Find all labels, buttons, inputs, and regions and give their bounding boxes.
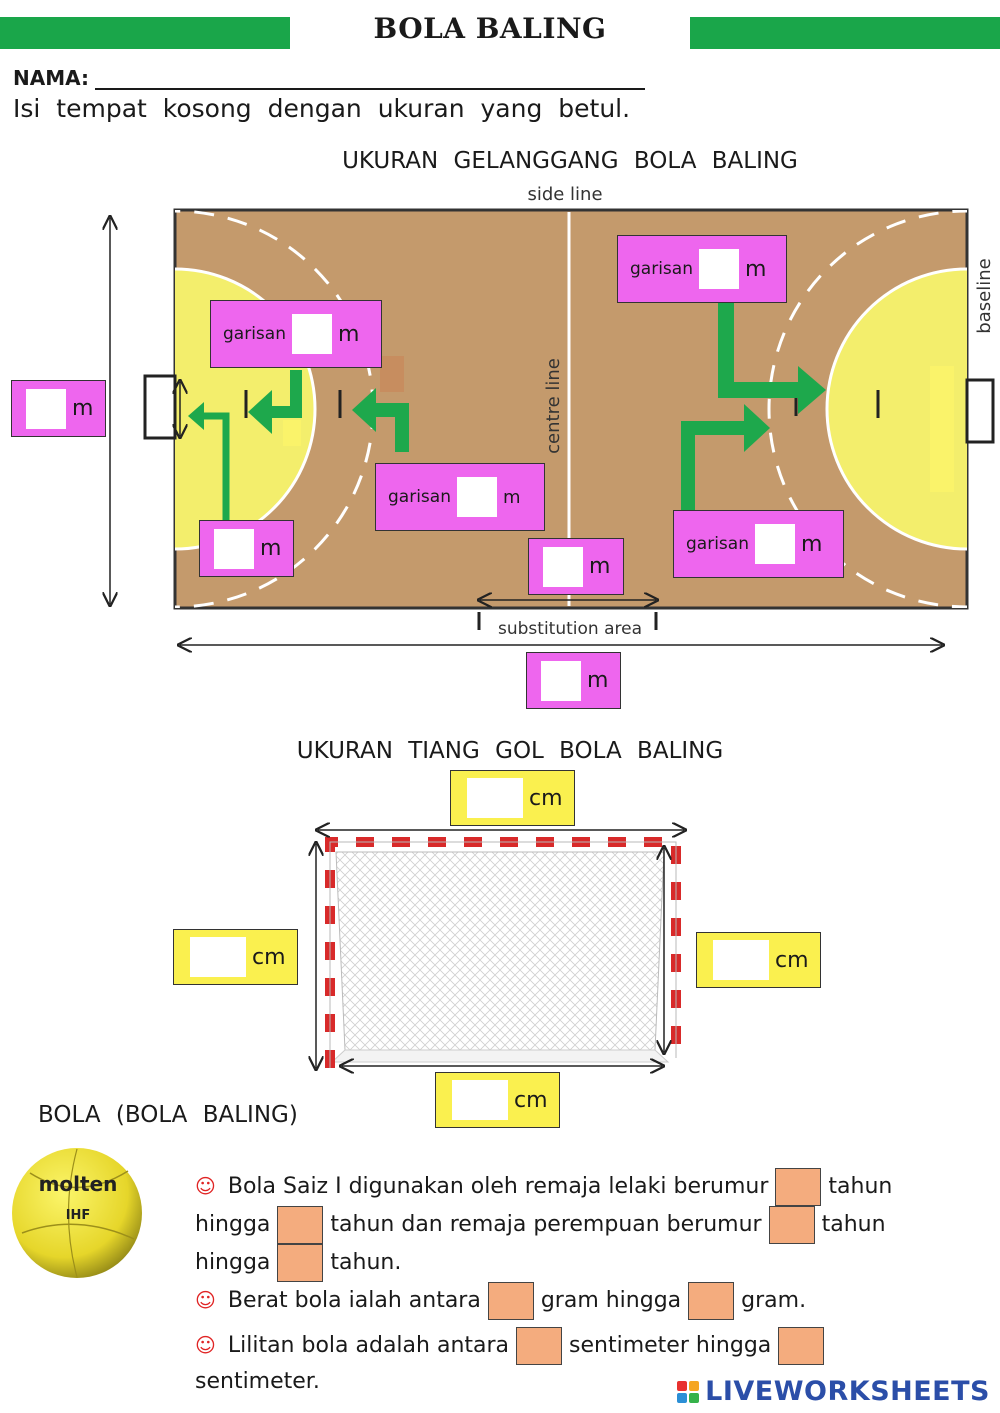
- court-width-field[interactable]: m: [11, 380, 106, 437]
- answer-box[interactable]: [214, 528, 254, 569]
- garisan-goal-area-field[interactable]: garisan m: [210, 300, 382, 368]
- answer-box[interactable]: [487, 1282, 534, 1320]
- name-label: NAMA:: [13, 66, 89, 90]
- answer-box[interactable]: [698, 249, 739, 289]
- answer-box[interactable]: [713, 940, 769, 980]
- substitution-area-label: substitution area: [498, 619, 642, 639]
- smile-icon: ☺: [195, 1288, 216, 1312]
- question-1: ☺Bola Saiz I digunakan oleh remaja lelak…: [195, 1168, 955, 1282]
- page-title: BOLA BALING: [373, 12, 607, 45]
- question-2: ☺Berat bola ialah antara gram hingga gra…: [195, 1282, 955, 1320]
- header-bar-left: [0, 17, 290, 49]
- garisan-7m-field[interactable]: garisan m: [375, 463, 545, 531]
- ball-title: BOLA (BOLA BALING): [38, 1102, 298, 1128]
- answer-box[interactable]: [190, 937, 246, 977]
- header-bar-right: [690, 17, 1000, 49]
- side-line-label: side line: [527, 184, 602, 205]
- smile-icon: ☺: [195, 1174, 216, 1198]
- liveworksheets-logo-icon: [677, 1380, 700, 1403]
- centre-line-label: centre line: [543, 358, 564, 454]
- answer-box[interactable]: [541, 660, 581, 701]
- answer-box[interactable]: [775, 1168, 822, 1206]
- goal-depth-right-field[interactable]: cm: [696, 932, 821, 988]
- goal-height-left-field[interactable]: cm: [173, 929, 298, 985]
- answer-box[interactable]: [543, 546, 583, 587]
- answer-box[interactable]: [452, 1080, 508, 1120]
- answer-box[interactable]: [456, 477, 497, 517]
- baseline-label: baseline: [974, 258, 995, 333]
- ball-brand: molten: [39, 1172, 118, 1196]
- goal-width-bottom-field[interactable]: cm: [435, 1072, 560, 1128]
- left-goal: [143, 374, 177, 440]
- court-title: UKURAN GELANGGANG BOLA BALING: [342, 148, 798, 174]
- answer-box[interactable]: [768, 1206, 815, 1244]
- court-diagram: side line baseline centre line substitut…: [0, 184, 995, 655]
- answer-box[interactable]: [26, 388, 66, 429]
- liveworksheets-watermark: LIVEWORKSHEETS: [677, 1376, 990, 1407]
- court-length-field[interactable]: m: [526, 652, 621, 709]
- goal-width-top-field[interactable]: cm: [450, 770, 575, 826]
- ball-badge: IHF: [66, 1208, 91, 1223]
- answer-box[interactable]: [754, 524, 795, 564]
- smile-icon: ☺: [195, 1333, 216, 1357]
- question-3: ☺Lilitan bola adalah antara sentimeter h…: [195, 1327, 955, 1399]
- goal-line-field[interactable]: m: [199, 520, 294, 577]
- answer-box[interactable]: [778, 1327, 825, 1365]
- garisan-goalkeeper-field[interactable]: garisan m: [673, 510, 844, 578]
- instruction-text: Isi tempat kosong dengan ukuran yang bet…: [13, 94, 631, 123]
- answer-box[interactable]: [277, 1206, 324, 1244]
- right-free-throw-line: [767, 210, 967, 608]
- handball-image: molten IHF: [12, 1148, 142, 1278]
- goal-post-diagram: [300, 820, 700, 1080]
- answer-box[interactable]: [688, 1282, 735, 1320]
- substitution-field[interactable]: m: [528, 538, 624, 595]
- goal-title: UKURAN TIANG GOL BOLA BALING: [296, 738, 724, 764]
- answer-box[interactable]: [516, 1327, 563, 1365]
- name-input-line[interactable]: [95, 88, 645, 90]
- garisan-free-throw-field[interactable]: garisan m: [617, 235, 787, 303]
- answer-box[interactable]: [467, 778, 523, 818]
- answer-box[interactable]: [277, 1244, 324, 1282]
- answer-box[interactable]: [291, 314, 332, 354]
- right-goal: [965, 378, 995, 444]
